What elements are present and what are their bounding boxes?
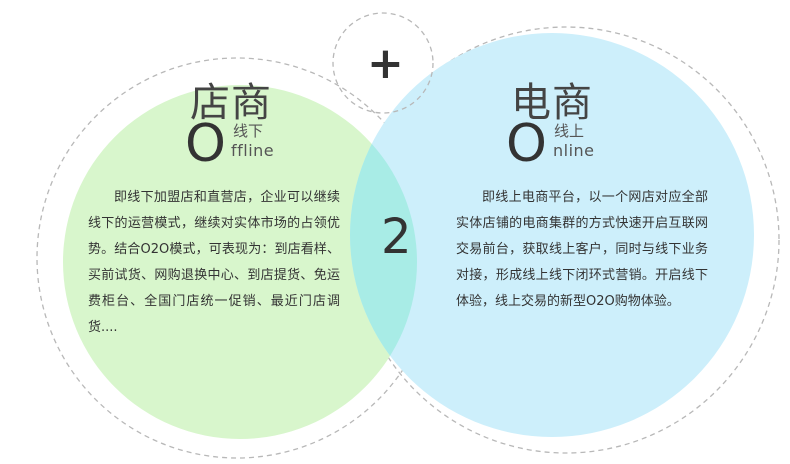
online-circle [350, 33, 754, 437]
offline-sub-cn: 线下 [233, 122, 264, 140]
plus-sign: + [367, 38, 404, 89]
online-sub-en: nline [553, 141, 595, 160]
online-description: 即线上电商平台，以一个网店对应全部实体店铺的电商集群的方式快速开启互联网交易前台… [456, 190, 708, 309]
offline-circle [63, 85, 417, 439]
online-sub-cn: 线上 [554, 122, 585, 140]
online-o-letter: O [506, 114, 547, 174]
center-number: 2 [381, 209, 412, 265]
offline-o-letter: O [185, 114, 226, 174]
offline-title: 店商 [190, 80, 272, 126]
plus-circle [332, 12, 434, 114]
offline-description: 即线下加盟店和直营店，企业可以继续线下的运营模式，继续对实体市场的占领优势。结合… [88, 190, 340, 335]
offline-sub-en: ffline [231, 141, 275, 160]
online-title: 电商 [511, 80, 593, 126]
